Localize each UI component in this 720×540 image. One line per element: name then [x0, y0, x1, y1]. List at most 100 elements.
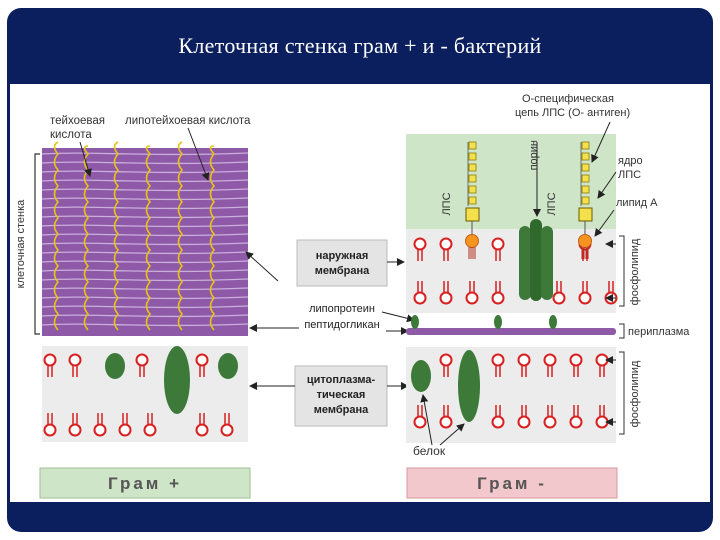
teichoic-pointer [79, 141, 92, 177]
phospholipid-head [68, 353, 82, 367]
peptidoglycan-strand [41, 269, 249, 273]
peptidoglycan-strand [41, 251, 249, 255]
teichoic-chain [145, 145, 152, 331]
teichoic-chain [209, 145, 216, 331]
phospholipid-head [220, 423, 234, 437]
phospholipid-head [195, 423, 209, 437]
gram-positive-footer [39, 467, 251, 499]
peptidoglycan-pointer-up [245, 251, 279, 282]
slide-title: Клеточная стенка грам + и - бактерий [178, 33, 542, 58]
phospholipid-head [578, 291, 592, 305]
phospholipid-head [491, 353, 505, 367]
inner-membrane [413, 353, 609, 429]
gram-negative-panel: ЛПС ЛПС порин белок [406, 93, 690, 499]
cell-wall-diagram: клеточная стенка тейхоевая кислота липот… [15, 93, 690, 499]
peptidoglycan-strand [41, 260, 249, 264]
phospholipid-head [439, 237, 453, 251]
phospholipid-head [195, 353, 209, 367]
teichoic-label-2: кислота [50, 129, 92, 141]
phospholipid-head [439, 353, 453, 367]
gram-positive-panel: клеточная стенка тейхоевая кислота липот… [15, 115, 251, 499]
peptidoglycan-strand [41, 278, 249, 282]
phospholipid-head [595, 353, 609, 367]
periplasm-peptidoglycan [406, 328, 616, 335]
porin-unit [530, 219, 542, 301]
peptidoglycan-strand [41, 197, 249, 201]
lps-core [465, 207, 480, 222]
cytoplasmic-label-3: мембрана [314, 404, 369, 416]
lipid-a-pointer [594, 209, 615, 237]
phospholipid-label-outer: фосфолипид [629, 238, 641, 305]
membrane-protein [218, 353, 238, 379]
lipoprotein [549, 315, 557, 329]
lipoteichoic-pointer [187, 127, 210, 181]
phospholipid-head [93, 423, 107, 437]
lps-chain-right [578, 141, 593, 259]
core-label-2: ЛПС [618, 169, 641, 181]
phospholipid-head [491, 291, 505, 305]
peptidoglycan-strand [41, 161, 249, 165]
peptidoglycan-label: пептидогликан [304, 319, 379, 331]
core-label-1: ядро [618, 155, 643, 167]
porin-unit [519, 226, 531, 300]
o-antigen-pointer [591, 121, 611, 163]
phospholipid-head [552, 291, 566, 305]
peptidoglycan-strand [41, 224, 249, 228]
cytoplasmic-membrane-box [294, 365, 388, 427]
phospholipid-head [517, 353, 531, 367]
gram-positive-membrane [43, 353, 234, 437]
outer-phospholipid-bracket [619, 235, 625, 307]
peptidoglycan-strand [41, 170, 249, 174]
peptidoglycan-strands [41, 152, 249, 327]
cell-wall-label: клеточная стенка [15, 199, 27, 288]
phospholipid-head [118, 423, 132, 437]
lps-label-left: ЛПС [441, 192, 453, 215]
diagram-area: клеточная стенка тейхоевая кислота липот… [10, 84, 710, 502]
lps-label-right: ЛПС [546, 192, 558, 215]
lps-core [578, 207, 593, 222]
periplasm-bracket [619, 323, 625, 339]
peptidoglycan-block [42, 148, 248, 336]
title-bar: Клеточная стенка грам + и - бактерий [7, 8, 713, 84]
teichoic-label-1: тейхоевая [50, 115, 105, 127]
membrane-protein [458, 350, 480, 422]
phospholipid-head [413, 291, 427, 305]
phospholipid-head [439, 415, 453, 429]
o-antigen-unit [581, 152, 590, 161]
lipoteichoic-label: липотейхоевая кислота [125, 115, 251, 127]
peptidoglycan-strand [41, 206, 249, 210]
outer-membrane-label-2: мембрана [315, 265, 370, 277]
o-antigen-unit [468, 141, 477, 150]
peptidoglycan-strand [41, 287, 249, 291]
o-antigen-unit [468, 163, 477, 172]
core-pointer [597, 171, 617, 199]
gram-positive-label: Грам + [108, 474, 182, 493]
peptidoglycan-strand [41, 314, 249, 318]
o-antigen-unit [581, 163, 590, 172]
phospholipid-head [135, 353, 149, 367]
o-antigen-unit [581, 174, 590, 183]
porin-unit [541, 226, 553, 300]
phospholipid-head [143, 423, 157, 437]
membrane-protein [411, 360, 431, 392]
center-labels: наружная мембрана липопротеин пептидогли… [245, 239, 415, 427]
o-specific-label-1: О-специфическая [522, 93, 614, 105]
membrane-protein [164, 346, 190, 414]
protein-pointer [439, 423, 465, 446]
o-antigen-unit [581, 141, 590, 150]
o-specific-label-2: цепь ЛПС (О- антиген) [515, 107, 630, 119]
inner-phospholipid-bracket [619, 351, 625, 435]
o-antigen-unit [468, 174, 477, 183]
lipoprotein-pointer [381, 311, 415, 323]
teichoic-chain [113, 141, 120, 331]
outer-membrane-box [296, 239, 388, 287]
o-antigen-unit [581, 185, 590, 194]
cytoplasmic-label-2: тическая [317, 389, 366, 401]
peptidoglycan-strand [41, 242, 249, 246]
phospholipid-head [413, 237, 427, 251]
phospholipid-head [439, 291, 453, 305]
lipid-a-label: липид А [616, 197, 658, 209]
peptidoglycan-strand [41, 179, 249, 183]
lipoprotein [494, 315, 502, 329]
phospholipid-label-inner: фосфолипид [629, 360, 641, 427]
